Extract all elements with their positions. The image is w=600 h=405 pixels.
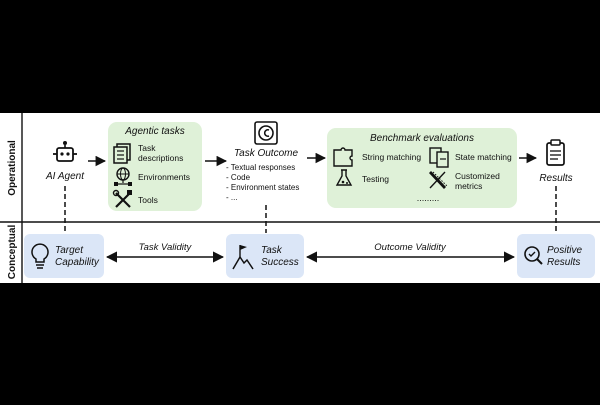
- agentic-tasks-title: Agentic tasks: [124, 126, 184, 137]
- document-list-icon: [113, 143, 131, 164]
- benchmark-item-customized-metrics: Customized: [455, 171, 500, 181]
- search-check-icon: [524, 246, 543, 265]
- agentic-item-task-descriptions: Task: [138, 143, 156, 153]
- benchmark-more-ellipsis: .........: [417, 193, 440, 203]
- task-outcome-bullet-1: - Textual responses: [226, 163, 295, 172]
- lightbulb-icon: [31, 243, 49, 269]
- flask-icon: [335, 169, 353, 186]
- robot-icon: [53, 141, 77, 162]
- row-label-operational: Operational: [7, 140, 18, 196]
- task-outcome-bullet-4: - ...: [226, 193, 238, 202]
- clipboard-icon: [546, 139, 565, 166]
- benchmark-evaluations-box: [327, 128, 517, 208]
- positive-results-line1: Positive: [547, 245, 582, 256]
- task-outcome-title: Task Outcome: [234, 148, 299, 159]
- row-label-conceptual: Conceptual: [7, 225, 18, 280]
- target-capability-line2: Capability: [55, 257, 100, 268]
- mountain-flag-icon: [232, 245, 254, 270]
- benchmark-evaluations-title: Benchmark evaluations: [370, 133, 474, 144]
- results-label: Results: [539, 173, 572, 184]
- agentic-item-tools: Tools: [138, 195, 158, 205]
- task-success-box: [226, 234, 304, 278]
- ai-agent-label: AI Agent: [45, 171, 85, 182]
- task-validity-label: Task Validity: [139, 242, 193, 253]
- target-capability-box: [24, 234, 104, 278]
- outcome-validity-label: Outcome Validity: [374, 242, 447, 253]
- target-capability-line1: Target: [55, 245, 84, 256]
- task-outcome-bullet-2: - Code: [226, 173, 251, 182]
- task-outcome-bullet-3: - Environment states: [226, 183, 299, 192]
- agentic-item-environments: Environments: [138, 172, 190, 182]
- agentic-item-task-descriptions-line2: descriptions: [138, 153, 183, 163]
- copyright-badge-icon: [254, 121, 278, 145]
- benchmark-item-state-matching: State matching: [455, 152, 512, 162]
- task-success-line1: Task: [261, 245, 283, 256]
- benchmark-item-string-matching: String matching: [362, 152, 421, 162]
- agentic-tasks-box: [108, 122, 202, 211]
- benchmark-item-testing: Testing: [362, 174, 389, 184]
- pencil-ruler-icon: [428, 171, 448, 189]
- positive-results-box: [517, 234, 595, 278]
- benchmark-item-customized-metrics-line2: metrics: [455, 181, 482, 191]
- state-compare-icon: [429, 147, 449, 168]
- task-success-line2: Success: [261, 257, 299, 268]
- positive-results-line2: Results: [547, 257, 580, 268]
- globe-network-icon: [114, 167, 132, 186]
- puzzle-icon: [333, 147, 353, 167]
- tools-icon: [112, 189, 132, 208]
